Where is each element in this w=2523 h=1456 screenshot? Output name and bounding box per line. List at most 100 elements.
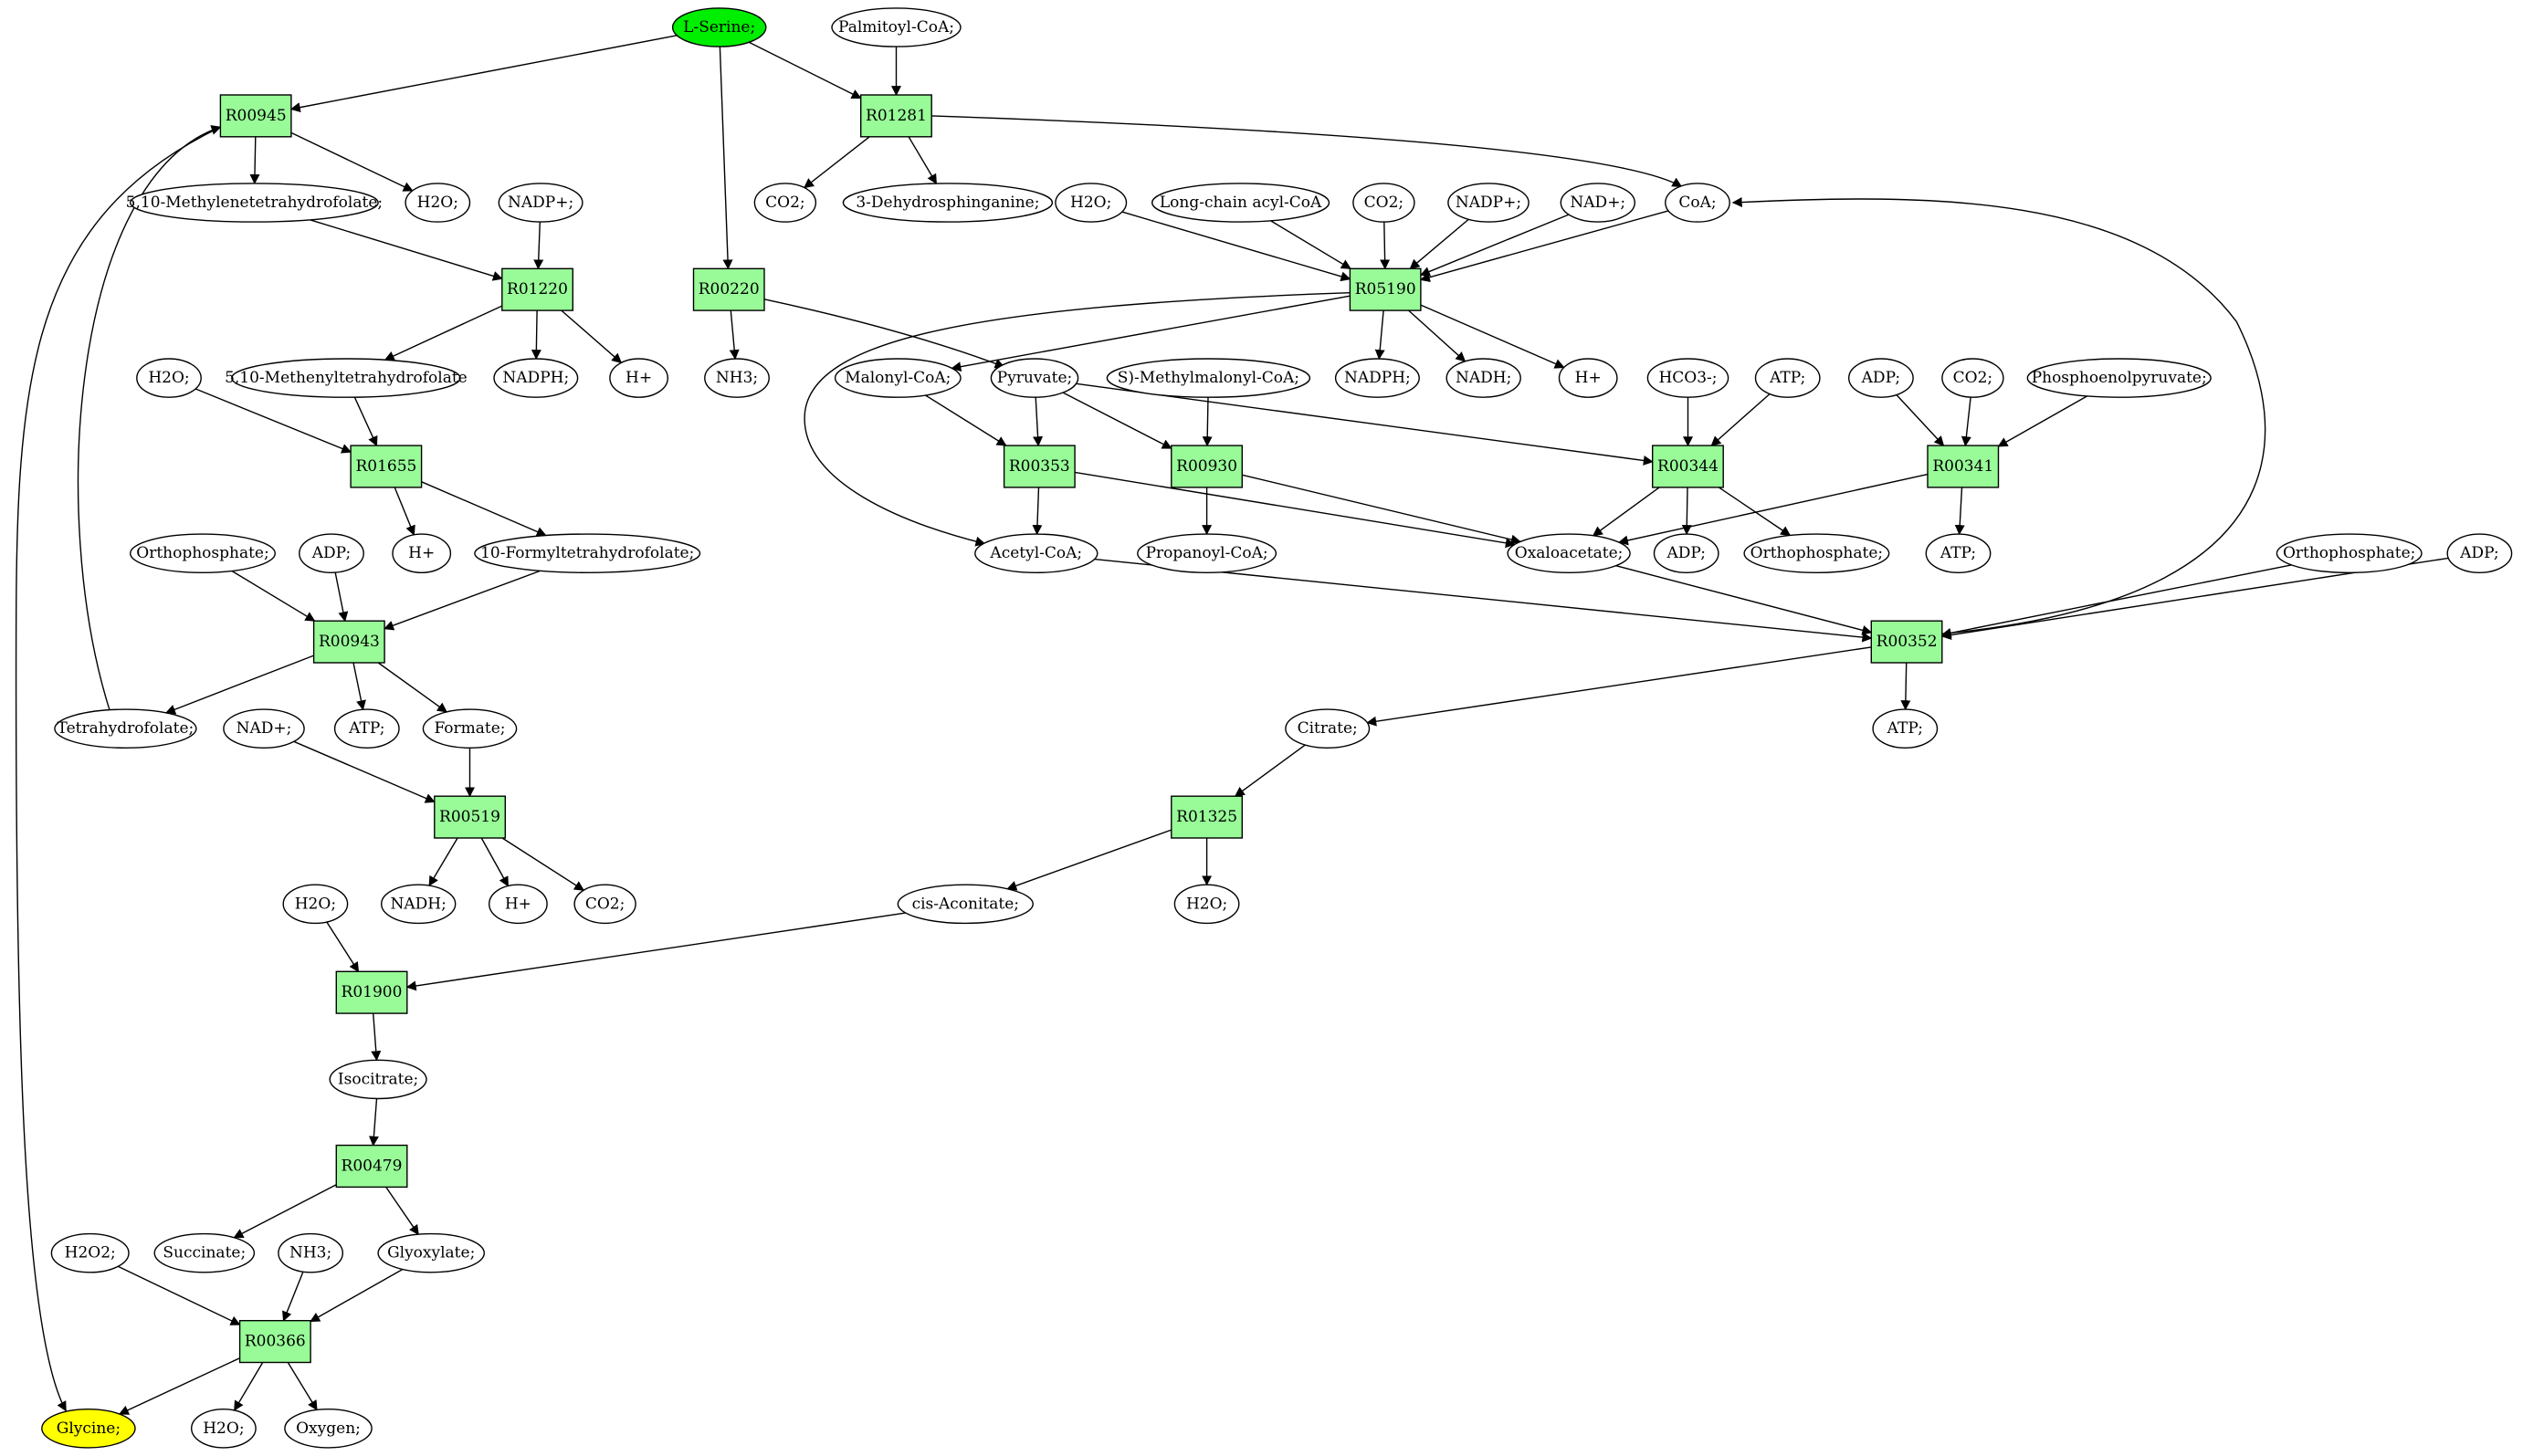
compound-node-acecoa: Acetyl-CoA; xyxy=(974,533,1099,574)
node-label: R01900 xyxy=(342,983,403,1001)
node-label: Pyruvate; xyxy=(997,369,1072,387)
edge-nadp_b-to-R05190 xyxy=(1409,218,1469,270)
edge-h2o_b-to-R05190 xyxy=(1121,211,1351,282)
edge-R00341-to-oaa xyxy=(1617,473,1929,546)
edge-R00366-to-glycine xyxy=(118,1357,240,1415)
reaction-node-R01220: R01220 xyxy=(501,267,573,311)
edge-fthf-to-R00943 xyxy=(384,570,541,631)
reaction-box xyxy=(350,445,423,488)
node-label: NAD+; xyxy=(1570,194,1625,212)
compound-ellipse xyxy=(405,183,471,223)
node-label: R00352 xyxy=(1876,633,1938,651)
reaction-node-R00930: R00930 xyxy=(1171,445,1244,488)
edge-R00344-to-ortho_b xyxy=(1719,487,1792,537)
reaction-node-R00353: R00353 xyxy=(1003,445,1076,488)
node-label: H+ xyxy=(505,895,531,913)
compound-node-nadh_c: NADH; xyxy=(381,884,457,925)
compound-node-dhs: 3-Dehydrosphinganine; xyxy=(842,183,1054,223)
edge-R00943-to-formate xyxy=(377,662,447,713)
edge-nad_b-to-R05190 xyxy=(1419,214,1570,277)
edge-thf-to-R00945 xyxy=(77,125,222,710)
edge-nadp_a-to-R01220 xyxy=(533,222,544,270)
edge-R00519-to-nadh_c xyxy=(428,837,458,887)
edge-R01281-to-co2_a xyxy=(804,136,870,189)
compound-node-adp_c: ADP; xyxy=(1653,533,1719,574)
node-label: H+ xyxy=(625,369,652,387)
node-label: Glyoxylate; xyxy=(387,1244,475,1262)
compound-node-h2o_f: H2O; xyxy=(190,1409,257,1449)
reaction-node-R01900: R01900 xyxy=(335,970,408,1014)
node-label: CO2; xyxy=(585,895,625,913)
node-label: H2O; xyxy=(1070,194,1111,212)
compound-ellipse xyxy=(493,358,579,398)
compound-ellipse xyxy=(489,884,548,925)
compound-ellipse xyxy=(1941,358,2004,398)
edge-lserine-to-R00945 xyxy=(289,35,678,113)
edge-R01281-to-dhs xyxy=(908,136,938,184)
edge-R00220-to-pyr xyxy=(763,299,1005,369)
reaction-box xyxy=(1171,445,1244,488)
compound-ellipse xyxy=(990,358,1079,398)
edge-R00945-to-glycine xyxy=(15,126,221,1412)
reaction-node-R00344: R00344 xyxy=(1651,445,1724,488)
node-label: NADH; xyxy=(391,895,447,913)
compound-ellipse xyxy=(1445,358,1521,398)
node-label: R01220 xyxy=(507,280,568,299)
reaction-box xyxy=(1349,267,1422,311)
edge-smm-to-R00930 xyxy=(1202,397,1213,447)
edge-R00943-to-thf xyxy=(164,655,314,715)
compound-node-lserine: L-Serine; xyxy=(671,7,767,47)
node-label: H2O; xyxy=(1186,895,1227,913)
edge-R00945-to-mthf xyxy=(249,136,260,184)
node-label: NAD+; xyxy=(237,719,292,738)
edge-pyr-to-R00930 xyxy=(1062,392,1172,449)
compound-node-ortho_b: Orthophosphate; xyxy=(1743,533,1890,574)
node-label: R00220 xyxy=(699,280,760,299)
reaction-node-R01281: R01281 xyxy=(860,94,932,138)
edge-R01900-to-isocit xyxy=(371,1013,382,1062)
node-label: cis-Aconitate; xyxy=(912,895,1019,913)
node-label: Orthophosphate; xyxy=(2283,544,2415,562)
edge-R00341-to-atp_b xyxy=(1954,487,1965,536)
edge-R00519-to-hplus_d xyxy=(480,837,510,887)
compound-node-atp_d: ATP; xyxy=(1872,708,1939,749)
compound-ellipse xyxy=(129,533,277,574)
compound-ellipse xyxy=(2276,533,2423,574)
node-label: 10-Formyltetrahydrofolate; xyxy=(480,544,694,562)
compound-ellipse xyxy=(974,533,1099,574)
reaction-node-R05190: R05190 xyxy=(1349,267,1422,311)
compound-node-smm: S)-Methylmalonyl-CoA; xyxy=(1106,358,1311,398)
compound-ellipse xyxy=(1847,358,1914,398)
edge-glyox-to-R00366 xyxy=(310,1268,404,1323)
reaction-box xyxy=(1927,445,2000,488)
compound-node-co2_d: CO2; xyxy=(573,884,636,925)
node-label: R00945 xyxy=(226,107,287,125)
compound-node-glycine: Glycine; xyxy=(41,1409,136,1449)
edge-isocit-to-R00479 xyxy=(368,1098,379,1147)
edge-R05190-to-acecoa xyxy=(804,292,1351,547)
node-label: Oxaloacetate; xyxy=(1515,544,1624,562)
reaction-node-R00519: R00519 xyxy=(434,795,506,839)
compound-node-citrate: Citrate; xyxy=(1285,708,1371,749)
compound-ellipse xyxy=(223,708,305,749)
edge-R00352-to-coa xyxy=(1731,197,2266,634)
node-label: CO2; xyxy=(1364,194,1404,212)
edge-R00930-to-oaa xyxy=(1242,474,1521,545)
compound-ellipse xyxy=(1646,358,1729,398)
compound-ellipse xyxy=(41,1409,136,1449)
compound-node-nadph_a: NADPH; xyxy=(493,358,579,398)
edge-R00519-to-co2_d xyxy=(501,837,585,891)
node-label: 5,10-Methylenetetrahydrofolate; xyxy=(126,194,383,212)
compound-ellipse xyxy=(231,358,461,398)
edge-R01655-to-hplus_c xyxy=(394,487,415,536)
reaction-box xyxy=(312,620,385,664)
compound-node-hplus_d: H+ xyxy=(489,884,548,925)
node-label: ATP; xyxy=(348,719,384,738)
reaction-box xyxy=(335,1144,408,1189)
node-label: Palmitoyl-CoA; xyxy=(838,18,954,37)
node-label: NADH; xyxy=(1456,369,1511,387)
edge-R01220-to-nadph_a xyxy=(531,310,541,361)
edge-lserine-to-R00220 xyxy=(719,47,733,270)
reaction-node-R00352: R00352 xyxy=(1870,620,1943,664)
